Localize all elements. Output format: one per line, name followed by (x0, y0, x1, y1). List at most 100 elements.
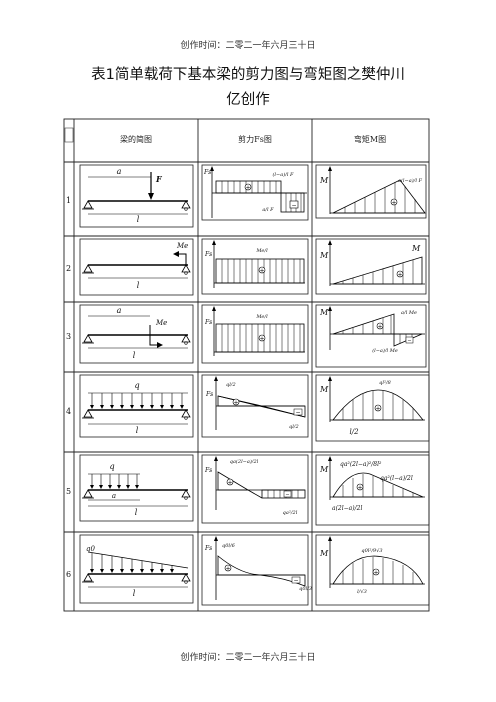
svg-text:+: + (225, 566, 230, 573)
beam-2-Me: Me (176, 242, 188, 250)
row-num-5: 5 (66, 487, 71, 496)
shear-3-axis: Fs (204, 319, 212, 326)
shear-diagram-1: Fs + − (l−a)/l F a/l F (201, 164, 309, 221)
shear-1-bottom-label: a/l F (262, 207, 274, 213)
row-numbers: 1 2 3 4 5 6 (66, 196, 71, 579)
moment-2-peak-label: M (411, 244, 421, 253)
svg-text:+: + (233, 400, 238, 407)
table-grid (63, 118, 430, 612)
svg-text:+: + (391, 200, 396, 207)
shear-6-bottom-label: q0l/3 (299, 586, 312, 592)
beam-1-F: F (155, 174, 163, 184)
row-num-1: 1 (66, 196, 71, 205)
moment-3-bottom-label: (l−a)/l Me (372, 347, 398, 354)
row-2: Me l Fs + Me/l (79, 238, 427, 296)
row-1: a F l Fs (79, 164, 427, 228)
moment-diagram-5: M + qa²(2l−a)²/8l² qa²(l−a)/2l a(2l−a)/2… (315, 454, 430, 526)
moment-5-peak-label: qa²(2l−a)²/8l² (340, 461, 382, 468)
beam-4-q: q (134, 381, 139, 390)
beam-5-q: q (109, 462, 114, 471)
svg-text:+: + (259, 336, 264, 343)
shear-2-top-label: Me/l (255, 248, 268, 254)
svg-text:+: + (397, 272, 402, 279)
shear-1-axis: Fs (203, 169, 211, 176)
moment-5-pos-label: a(2l−a)/2l (332, 505, 362, 512)
moment-5-axis: M (319, 465, 329, 474)
svg-text:−: − (295, 409, 300, 416)
svg-text:−: − (291, 202, 296, 209)
beam-diagram-2: Me l (79, 238, 194, 296)
svg-text:+: + (227, 480, 232, 487)
beam-diagram-4: q l (79, 374, 194, 438)
shear-4-top-label: ql/2 (226, 382, 236, 388)
svg-text:−: − (407, 338, 411, 344)
beam-1-span: l (137, 215, 140, 224)
shear-1-top-label: (l−a)/l F (272, 171, 294, 178)
moment-2-axis: M (319, 251, 329, 260)
moment-4-peak-label: ql²/8 (379, 380, 391, 386)
shear-4-axis: Fs (205, 391, 213, 398)
shear-3-top-label: Me/l (255, 314, 268, 320)
row-num-6: 6 (66, 570, 71, 579)
row-4: q l Fs + − ql/2 ql/2 (79, 374, 430, 442)
shear-diagram-3: Fs + Me/l (201, 304, 309, 364)
row-num-4: 4 (66, 407, 71, 416)
beam-diagram-1: a F l (79, 164, 194, 228)
page-footer: 创作时间：二零二一年六月三十日 (180, 653, 316, 663)
svg-text:+: + (259, 268, 264, 275)
beam-3-span: l (133, 351, 136, 360)
moment-3-top-label: a/l Me (401, 310, 417, 316)
svg-text:+: + (377, 324, 382, 331)
shear-6-axis: Fs (204, 545, 212, 552)
beam-diagram-3: a Me l (79, 304, 194, 364)
svg-text:+: + (245, 185, 250, 192)
beam-5-a: a (112, 492, 116, 500)
moment-6-axis: M (319, 549, 329, 558)
row-3: a Me l Fs + Me/l (79, 304, 427, 368)
beam-5-span: l (135, 508, 138, 517)
header-corner-box (64, 127, 74, 143)
shear-diagram-2: Fs + Me/l (201, 238, 309, 295)
svg-text:+: + (373, 570, 378, 577)
header-moment: 弯矩M图 (354, 134, 386, 144)
moment-5-right-label: qa²(l−a)/2l (380, 475, 413, 482)
beam-6-q0: q0 (86, 545, 95, 553)
row-num-3: 3 (66, 332, 71, 341)
moment-diagram-1: M + a(l−a)/l F (315, 164, 427, 219)
beam-3-a: a (117, 306, 122, 315)
svg-text:+: + (357, 485, 362, 492)
beam-diagram-6: q0 l (79, 534, 194, 604)
beam-1-a: a (117, 167, 122, 176)
row-6: q0 l Fs + − q0l/6 q0l/3 (79, 534, 430, 606)
beam-2-span: l (137, 281, 140, 290)
moment-3-axis: M (319, 308, 329, 317)
moment-6-pos-label: l/√3 (357, 589, 367, 595)
moment-1-axis: M (319, 176, 329, 185)
moment-diagram-2: M + M (315, 238, 427, 295)
page-header: 创作时间：二零二一年六月三十日 (180, 41, 316, 51)
shear-6-top-label: q0l/6 (222, 543, 236, 549)
shear-2-axis: Fs (204, 251, 212, 258)
shear-5-top-label: qa(2l−a)/2l (230, 458, 259, 465)
header-beam: 梁的简图 (120, 134, 152, 144)
moment-diagram-3: M + − a/l Me (l−a)/l Me (315, 304, 427, 368)
shear-4-bottom-label: ql/2 (289, 424, 299, 430)
moment-4-axis: M (319, 385, 329, 394)
shear-5-axis: Fs (204, 467, 212, 474)
moment-4-pos-label: l/2 (349, 428, 359, 436)
beam-3-Me: Me (155, 319, 167, 327)
page-title-line1: 表1简单载荷下基本梁的剪力图与弯矩图之樊仲川 (91, 67, 405, 83)
row-num-2: 2 (66, 264, 71, 273)
svg-text:−: − (285, 492, 289, 498)
svg-text:+: + (375, 406, 380, 413)
moment-1-peak-label: a(l−a)/l F (398, 177, 423, 184)
shear-diagram-4: Fs + − ql/2 ql/2 (201, 374, 309, 438)
beam-diagram-5: q a l (79, 454, 194, 522)
beam-6-span: l (133, 589, 136, 598)
shear-diagram-5: Fs + − qa(2l−a)/2l qa²/2l (201, 454, 309, 524)
row-5: q a l Fs + (79, 454, 430, 526)
beam-4-span: l (136, 426, 139, 435)
moment-diagram-4: M + ql²/8 l/2 (315, 374, 430, 442)
moment-6-peak-label: q0l²/9√3 (361, 548, 382, 554)
